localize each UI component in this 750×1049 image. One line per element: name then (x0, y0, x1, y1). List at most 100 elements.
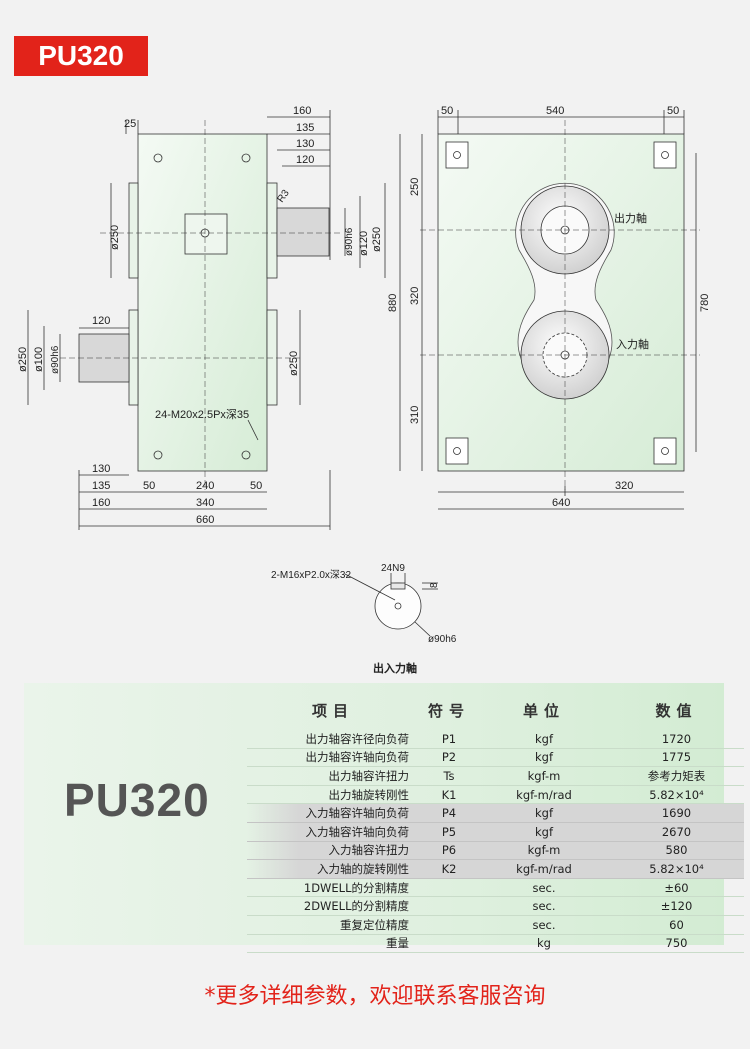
cell-sym (419, 878, 479, 898)
cell-sym (419, 934, 479, 954)
dim-50-right: 50 (250, 480, 262, 492)
cell-item: 出力轴容许径向负荷 (247, 730, 419, 749)
cell-sym: P4 (419, 803, 479, 823)
side-dim-320: 320 (409, 287, 421, 305)
input-dim-2: ø100 (33, 347, 45, 372)
cell-item: 入力轴容许轴向负荷 (247, 803, 419, 823)
dim-340: 340 (196, 497, 214, 509)
header-unit: 单位 (522, 701, 565, 720)
dim-135-bottom: 135 (92, 480, 110, 492)
dim-160-top: 160 (293, 105, 311, 117)
cell-val: 1720 (609, 730, 744, 749)
dim-50-left: 50 (143, 480, 155, 492)
input-shaft-label: 入力軸 (616, 337, 649, 351)
input-shaft (78, 333, 130, 383)
cell-sym (419, 915, 479, 935)
header-item: 项目 (311, 701, 354, 720)
cell-sym: K2 (419, 859, 479, 879)
input-shaft-len: 120 (92, 315, 110, 327)
cell-sym: P1 (419, 730, 479, 749)
cell-unit: kg (479, 934, 609, 954)
cell-unit: kgf (479, 803, 609, 823)
cell-unit: kgf (479, 748, 609, 768)
cell-val: ±60 (609, 878, 744, 898)
dim-240: 240 (196, 480, 214, 492)
cell-val: 参考力矩表 (609, 766, 744, 786)
cell-val: 1775 (609, 748, 744, 768)
side-dim-top-left: 50 (441, 105, 453, 117)
body-right-dim: ø250 (288, 351, 300, 376)
side-dim-310: 310 (409, 406, 421, 424)
cell-sym: P5 (419, 822, 479, 842)
shaft-diameter: ø90h6 (428, 634, 457, 645)
cell-val: ±120 (609, 896, 744, 916)
spec-table-header: 项目 符号 单位 数值 (247, 690, 744, 730)
output-shaft-label: 出力軸 (614, 211, 647, 225)
dim-135-top: 135 (296, 122, 314, 134)
cell-sym: P2 (419, 748, 479, 768)
cell-val: 60 (609, 915, 744, 935)
cell-item: 2DWELL的分割精度 (247, 896, 419, 916)
cell-unit: sec. (479, 896, 609, 916)
cell-unit: kgf (479, 730, 609, 749)
cell-item: 出力轴旋转刚性 (247, 785, 419, 805)
side-view (399, 110, 700, 510)
cell-item: 出力轴容许轴向负荷 (247, 748, 419, 768)
side-dim-top-right: 50 (667, 105, 679, 117)
shaft-key-width: 24N9 (381, 563, 405, 574)
cell-unit: kgf-m (479, 766, 609, 786)
input-dim-1: ø250 (17, 347, 29, 372)
cell-item: 重量 (247, 934, 419, 954)
cell-val: 580 (609, 841, 744, 861)
cell-item: 入力轴的旋转刚性 (247, 859, 419, 879)
technical-drawing: 25 160 135 130 120 R3 ø250 ø90h6 ø120 ø2… (17, 105, 711, 675)
front-view-labels: 25 160 135 130 120 R3 ø250 ø90h6 ø120 ø2… (17, 105, 383, 526)
header-symbol: 符号 (427, 701, 470, 720)
shaft-detail (344, 573, 438, 637)
side-dim-320-bottom: 320 (615, 480, 633, 492)
cell-val: 2670 (609, 822, 744, 842)
model-title: PU320 (38, 40, 124, 71)
table-row: 2DWELL的分割精度 sec.±120 (247, 896, 744, 916)
side-view-labels: 50 540 50 250 320 310 880 780 出力軸 入力軸 32… (387, 105, 711, 509)
input-dim-3: ø90h6 (50, 345, 61, 374)
cell-unit: kgf-m (479, 841, 609, 861)
dim-160-bottom: 160 (92, 497, 110, 509)
shaft-caption: 出入力軸 (373, 661, 417, 675)
cell-unit: sec. (479, 915, 609, 935)
dim-130-top: 130 (296, 138, 314, 150)
shaft-detail-labels: 2-M16xP2.0x深32 24N9 8 ø90h6 出入力軸 (271, 563, 457, 675)
dim-120-top: 120 (296, 154, 314, 166)
cell-val: 750 (609, 934, 744, 954)
radius-label: R3 (275, 188, 292, 205)
cell-unit: kgf-m/rad (479, 859, 609, 879)
side-overall-height: 880 (387, 294, 399, 312)
body-left-dim: ø250 (109, 225, 121, 250)
dim-660: 660 (196, 514, 214, 526)
contact-notice: *更多详细参数，欢迎联系客服咨询 (204, 984, 546, 1009)
cell-item: 入力轴容许扭力 (247, 841, 419, 861)
dim-130-bottom: 130 (92, 463, 110, 475)
shaft-tap-note: 2-M16xP2.0x深32 (271, 569, 351, 581)
shaft-section (374, 582, 422, 630)
cell-sym: K1 (419, 785, 479, 805)
shaft-key-depth: 8 (429, 582, 440, 588)
cell-val: 1690 (609, 803, 744, 823)
cell-sym (419, 896, 479, 916)
side-dim-250: 250 (409, 178, 421, 196)
cell-sym: Ts (419, 766, 479, 786)
cell-unit: kgf-m/rad (479, 785, 609, 805)
cell-val: 5.82×10⁴ (609, 859, 744, 879)
output-shaft (276, 207, 330, 257)
shaft-out-dim-3: ø250 (371, 227, 383, 252)
shaft-out-dim-1: ø90h6 (344, 227, 355, 256)
front-body (137, 133, 268, 472)
